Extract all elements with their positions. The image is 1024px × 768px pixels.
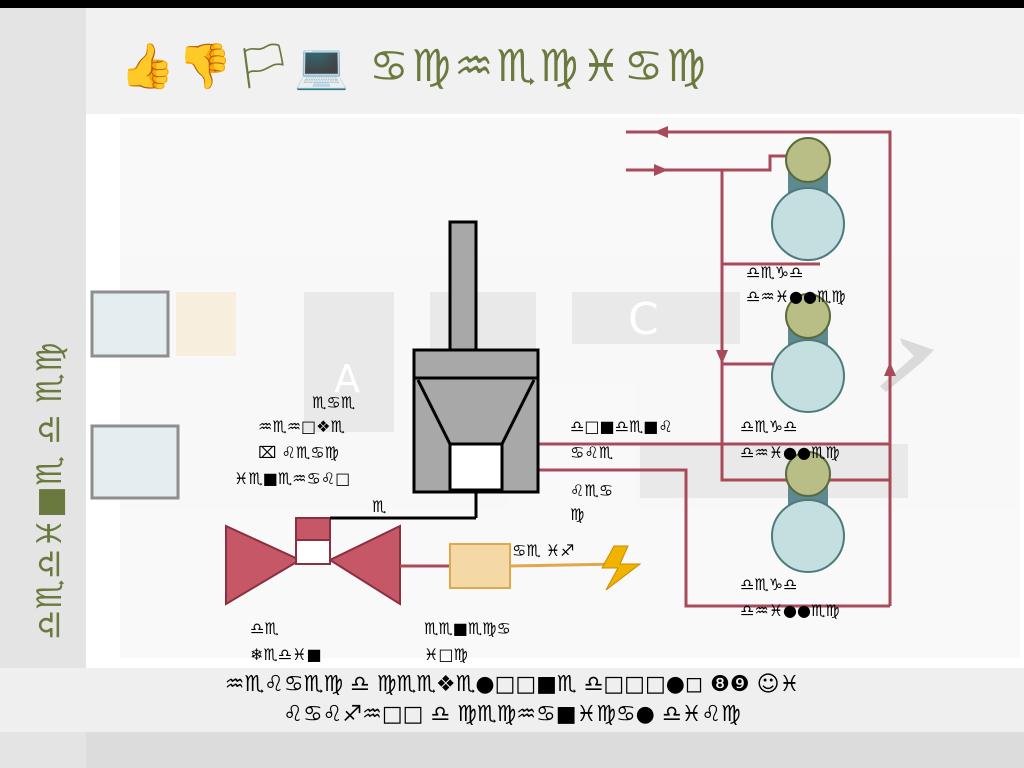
ghost-arrow bbox=[880, 338, 934, 392]
chiller-1-label-2: ♎♒♓●●♏♍ bbox=[746, 287, 846, 306]
left-band bbox=[0, 8, 86, 768]
top-bar bbox=[0, 0, 1024, 8]
power-line bbox=[509, 562, 621, 568]
to-grid-label: ♋♏ ♓♐ bbox=[512, 541, 574, 560]
chiller-2 bbox=[771, 293, 845, 413]
pipe-arrows bbox=[654, 126, 896, 376]
steam-label-2: ♍ bbox=[570, 505, 584, 524]
heat-recovery-label-2: ♒♏♒□❖♏ bbox=[258, 417, 345, 436]
heat-recovery-label-3: ⌧ ♌♏♋♍ bbox=[258, 443, 339, 462]
heat-recovery-label-5: ♏ bbox=[372, 497, 386, 516]
heat-recovery-label-4: ♓♏■♏♒♋♌□ bbox=[234, 469, 350, 488]
ghost-block-c bbox=[572, 292, 740, 344]
slide-title: 👍👎🏳💻 ♋♍♒♏♍♓♋♍ bbox=[120, 41, 709, 92]
turbine-top-box bbox=[295, 517, 331, 541]
chiller-3 bbox=[771, 451, 845, 573]
footer-line-1: ♒♏♌♋♏♍ ♎ ♍♏♏❖♏●□□■♏ ♎□□□●◻ ❽❾ ☺♓ bbox=[224, 672, 800, 697]
lightning-icon bbox=[601, 545, 642, 591]
condenser-label-2: ♋♌♏ bbox=[570, 443, 613, 462]
footer-line-2: ♌♋♌♐♒□□ ♎ ♍♏♍♒♋■♓♍♋● ♎♓♌♍ bbox=[283, 702, 741, 727]
footer-band bbox=[0, 668, 1024, 732]
chiller-3-label-2: ♎♒♓●●♏♍ bbox=[740, 601, 840, 620]
arrow-return bbox=[654, 126, 668, 138]
ghost-room-3 bbox=[90, 424, 180, 500]
stack bbox=[448, 220, 478, 352]
chiller-2-drum bbox=[771, 339, 845, 413]
chiller-2-label-2: ♎♒♓●●♏♍ bbox=[740, 443, 840, 462]
chiller-1 bbox=[771, 137, 845, 261]
pipe-steam-out bbox=[538, 468, 890, 608]
generator-label-1: ♏♏■♏♍♋ bbox=[424, 619, 511, 638]
gas-turbine-label-1: ♎♏ bbox=[250, 619, 279, 638]
arrow-riser bbox=[716, 350, 728, 364]
ghost-block-a bbox=[304, 292, 394, 432]
chiller-1-top bbox=[785, 137, 831, 183]
ghost-block-b bbox=[430, 292, 536, 348]
arrow-up bbox=[884, 362, 896, 376]
chiller-3-drum bbox=[771, 499, 845, 573]
chiller-2-label-1: ♎♏♑♎ bbox=[740, 417, 797, 436]
chiller-2-top bbox=[785, 293, 831, 339]
generator-box bbox=[449, 543, 511, 589]
heat-recovery-label-1: ♏♋♏ bbox=[312, 393, 355, 412]
piping bbox=[538, 130, 892, 608]
ghost-room-2 bbox=[176, 292, 236, 356]
turbine-hub bbox=[295, 539, 331, 565]
ghost-room-1 bbox=[90, 290, 170, 358]
condenser-label-1: ♎□■♎♏■♌ bbox=[570, 417, 673, 436]
chiller-3-top bbox=[785, 451, 831, 497]
arrow-supply bbox=[654, 164, 668, 176]
ghost-letter-c: C bbox=[628, 294, 659, 345]
chiller-3-label-1: ♎♏♑♎ bbox=[740, 575, 797, 594]
heat-recovery-unit bbox=[330, 220, 540, 520]
pipe-riser bbox=[720, 170, 890, 482]
bottom-band bbox=[86, 732, 1024, 768]
chiller-1-drum bbox=[771, 187, 845, 261]
gas-turbine bbox=[225, 517, 450, 606]
title-band bbox=[86, 8, 1024, 114]
turbine-left-cone bbox=[225, 524, 303, 606]
steam-label-1: ♌♏♋ bbox=[570, 481, 613, 500]
pipe-return-main bbox=[626, 130, 892, 606]
chiller-1-label-1: ♎♏♑♎ bbox=[746, 263, 803, 282]
generator-label-2: ♓□♍ bbox=[424, 645, 468, 664]
pipe-supply-main bbox=[626, 154, 800, 172]
gas-turbine-label-2: ❄♏♎♓■ bbox=[250, 645, 322, 664]
ghost-letter-a: A bbox=[334, 357, 360, 401]
hrsg-outlet bbox=[448, 442, 504, 492]
